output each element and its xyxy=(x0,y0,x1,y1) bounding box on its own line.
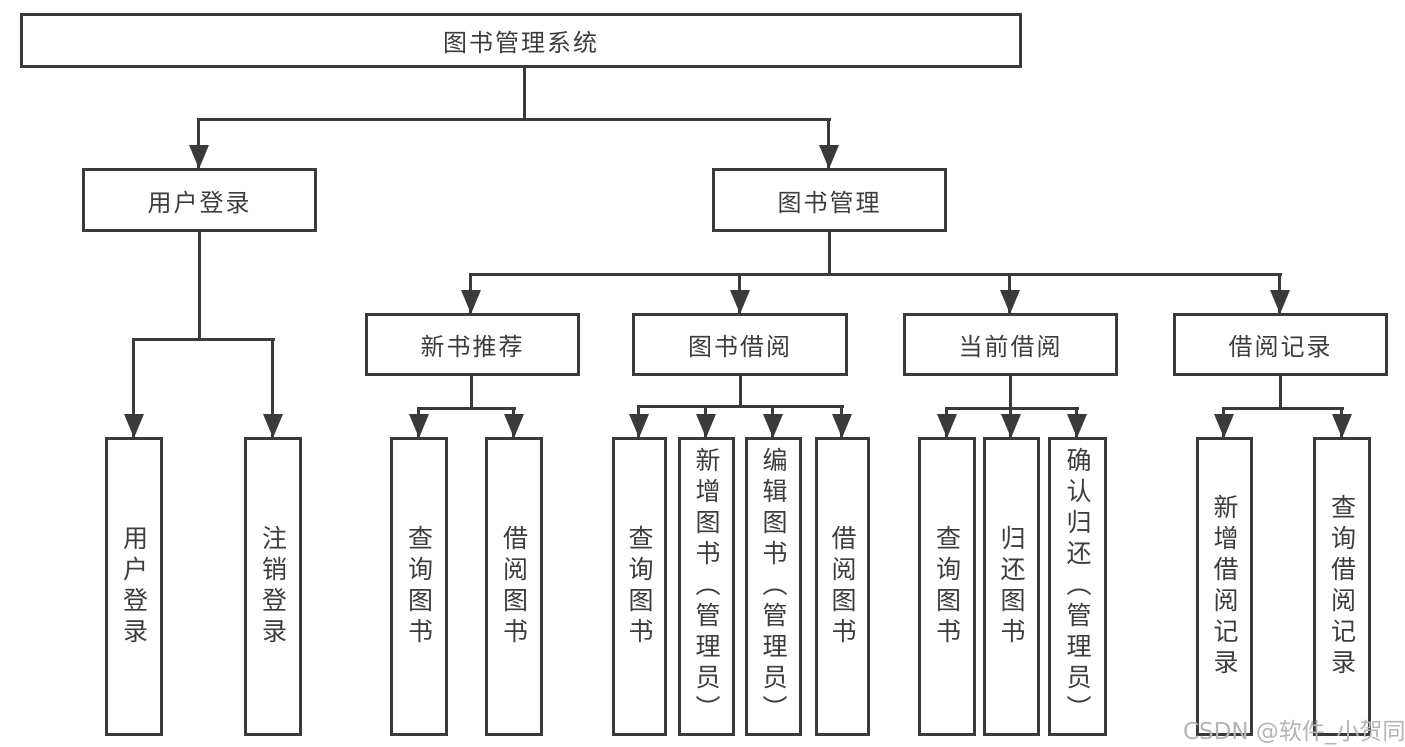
node-label: 图书管理 xyxy=(777,188,882,217)
node-current-borrowing: 当前借阅 xyxy=(903,313,1118,376)
arrow-to-leaf-query-borrow-record xyxy=(1331,407,1352,438)
node-label: 新增图书（管理员） xyxy=(692,447,721,726)
node-book-management: 图书管理 xyxy=(712,168,947,232)
node-label: 归还图书 xyxy=(997,524,1026,649)
arrow-to-book-borrowing xyxy=(729,273,750,314)
node-label: 查询图书 xyxy=(932,524,962,649)
leaf-add-books-admin: 新增图书（管理员） xyxy=(678,437,735,736)
node-label: 新书推荐 xyxy=(420,333,525,361)
node-borrowing-records: 借阅记录 xyxy=(1173,313,1388,376)
arrow-to-leaf-return-books xyxy=(1000,407,1021,438)
leaf-logout: 注销登录 xyxy=(244,437,302,736)
leaf-query-books-recommend: 查询图书 xyxy=(390,437,448,736)
connector-book-management-stem xyxy=(828,232,831,276)
node-book-borrowing: 图书借阅 xyxy=(632,313,848,376)
arrow-to-leaf-user-login xyxy=(123,338,144,438)
arrow-to-leaf-borrow-books-borrowing xyxy=(831,405,852,438)
arrow-to-borrowing-records xyxy=(1269,273,1290,314)
connector-borrowing-rail xyxy=(638,405,844,408)
node-new-book-recommendation: 新书推荐 xyxy=(365,313,580,376)
leaf-add-borrow-record: 新增借阅记录 xyxy=(1196,437,1253,736)
node-label: 确认归还（管理员） xyxy=(1063,447,1092,726)
node-label: 查询图书 xyxy=(404,524,434,649)
node-label: 查询借阅记录 xyxy=(1327,493,1357,680)
node-label: 当前借阅 xyxy=(958,333,1063,361)
arrow-to-leaf-confirm-return-admin xyxy=(1066,407,1087,438)
leaf-return-books: 归还图书 xyxy=(983,437,1040,736)
connector-current-rail xyxy=(946,407,1079,410)
arrow-to-leaf-add-borrow-record xyxy=(1213,407,1234,438)
node-label: 编辑图书（管理员） xyxy=(759,447,788,726)
leaf-user-login: 用户登录 xyxy=(105,437,163,736)
csdn-watermark: CSDN @软件_小贺同学 xyxy=(1183,719,1405,745)
connector-book-management-rail xyxy=(470,273,1282,276)
connector-borrowing-stem xyxy=(739,376,742,408)
node-label: 注销登录 xyxy=(258,524,288,649)
connector-root-rail xyxy=(199,118,831,121)
connector-records-stem xyxy=(1279,376,1282,410)
arrow-to-user-login xyxy=(188,118,209,169)
arrow-to-leaf-query-books-borrowing xyxy=(628,405,649,438)
leaf-borrow-books-recommend: 借阅图书 xyxy=(485,437,543,736)
connector-user-login-rail xyxy=(133,338,275,341)
arrow-to-leaf-edit-books-admin xyxy=(762,405,783,438)
leaf-borrow-books-borrowing: 借阅图书 xyxy=(815,437,870,736)
leaf-edit-books-admin: 编辑图书（管理员） xyxy=(745,437,802,736)
connector-current-stem xyxy=(1009,376,1012,410)
connector-root-stem xyxy=(523,68,526,118)
arrow-to-book-management xyxy=(818,118,839,169)
node-label: 用户登录 xyxy=(119,524,149,649)
connector-recommend-stem xyxy=(470,376,473,410)
arrow-to-leaf-logout xyxy=(262,338,283,438)
node-label: 借阅图书 xyxy=(828,524,857,649)
node-label: 图书借阅 xyxy=(688,333,792,361)
node-user-login: 用户登录 xyxy=(82,168,317,232)
leaf-confirm-return-admin: 确认归还（管理员） xyxy=(1048,437,1107,736)
node-library-management-system: 图书管理系统 xyxy=(20,13,1022,68)
node-label: 图书管理系统 xyxy=(443,29,599,57)
node-label: 用户登录 xyxy=(147,188,252,217)
node-label: 借阅记录 xyxy=(1228,333,1333,361)
connector-recommend-rail xyxy=(418,407,516,410)
leaf-query-borrow-record: 查询借阅记录 xyxy=(1313,437,1371,736)
connector-user-login-stem xyxy=(198,232,201,341)
node-label: 查询图书 xyxy=(625,524,654,649)
arrow-to-leaf-query-books-current xyxy=(936,407,957,438)
arrow-to-leaf-borrow-books-recommend xyxy=(503,407,524,438)
connector-records-rail xyxy=(1223,407,1344,410)
arrow-to-leaf-add-books-admin xyxy=(695,405,716,438)
node-label: 借阅图书 xyxy=(499,524,529,649)
arrow-to-new-book-recommendation xyxy=(460,273,481,314)
arrow-to-current-borrowing xyxy=(999,273,1020,314)
node-label: 新增借阅记录 xyxy=(1210,493,1239,680)
leaf-query-books-borrowing: 查询图书 xyxy=(612,437,667,736)
arrow-to-leaf-query-books-recommend xyxy=(408,407,429,438)
leaf-query-books-current: 查询图书 xyxy=(918,437,976,736)
